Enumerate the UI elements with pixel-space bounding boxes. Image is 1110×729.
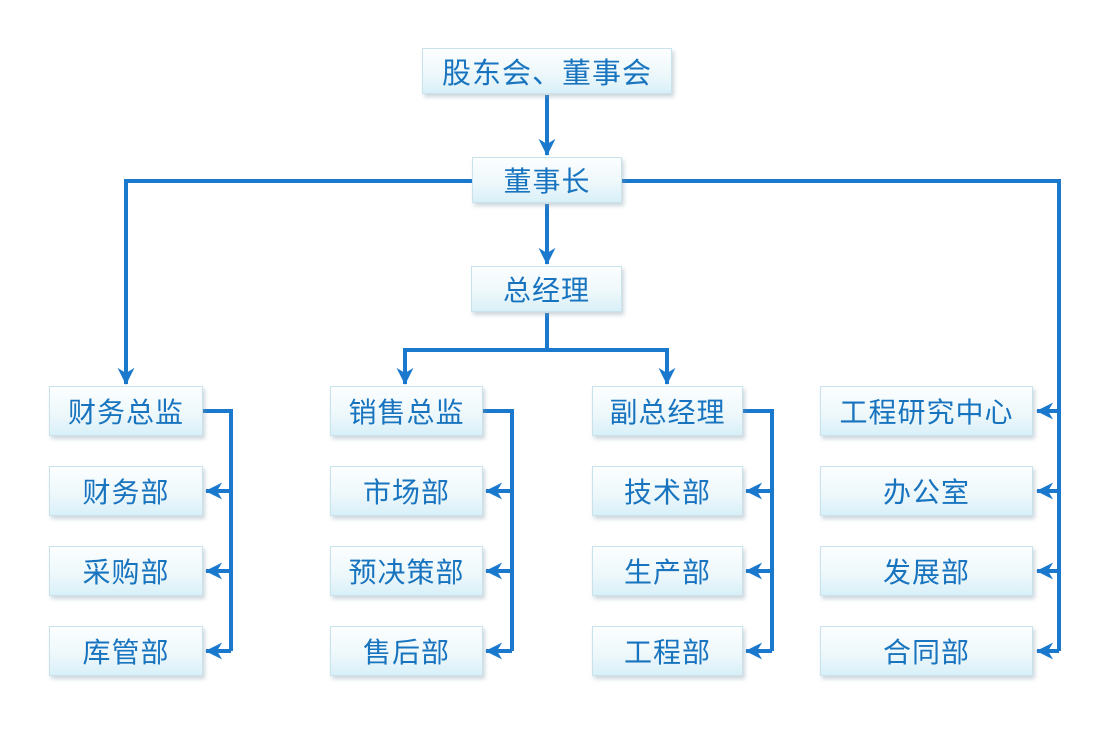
node-deputy-general-manager: 副总经理 — [592, 386, 743, 436]
node-office: 办公室 — [820, 466, 1033, 516]
node-development-dept: 发展部 — [820, 546, 1033, 596]
node-general-manager: 总经理 — [471, 266, 622, 312]
node-chairman: 董事长 — [472, 157, 622, 203]
node-marketing-dept: 市场部 — [330, 466, 483, 516]
connector-chairman-to-finance-director — [117, 179, 474, 385]
node-warehouse-dept: 库管部 — [49, 626, 203, 676]
node-finance-director: 财务总监 — [49, 386, 203, 436]
connector-sales-rail — [483, 409, 514, 660]
node-purchasing-dept: 采购部 — [49, 546, 203, 596]
node-after-sales-dept: 售后部 — [330, 626, 483, 676]
node-contract-dept: 合同部 — [820, 626, 1033, 676]
node-shareholders-board: 股东会、董事会 — [422, 48, 672, 94]
node-technology-dept: 技术部 — [592, 466, 743, 516]
connector-deputy-gm-rail — [743, 409, 774, 660]
node-engineering-dept: 工程部 — [592, 626, 743, 676]
node-production-dept: 生产部 — [592, 546, 743, 596]
node-engineering-research-center: 工程研究中心 — [820, 386, 1033, 436]
connector-chairman-right-rail — [620, 179, 1061, 660]
node-sales-director: 销售总监 — [330, 386, 483, 436]
node-pre-decision-dept: 预决策部 — [330, 546, 483, 596]
connector-gm-split — [396, 313, 676, 385]
connector-finance-rail — [203, 409, 233, 660]
node-finance-dept: 财务部 — [49, 466, 203, 516]
